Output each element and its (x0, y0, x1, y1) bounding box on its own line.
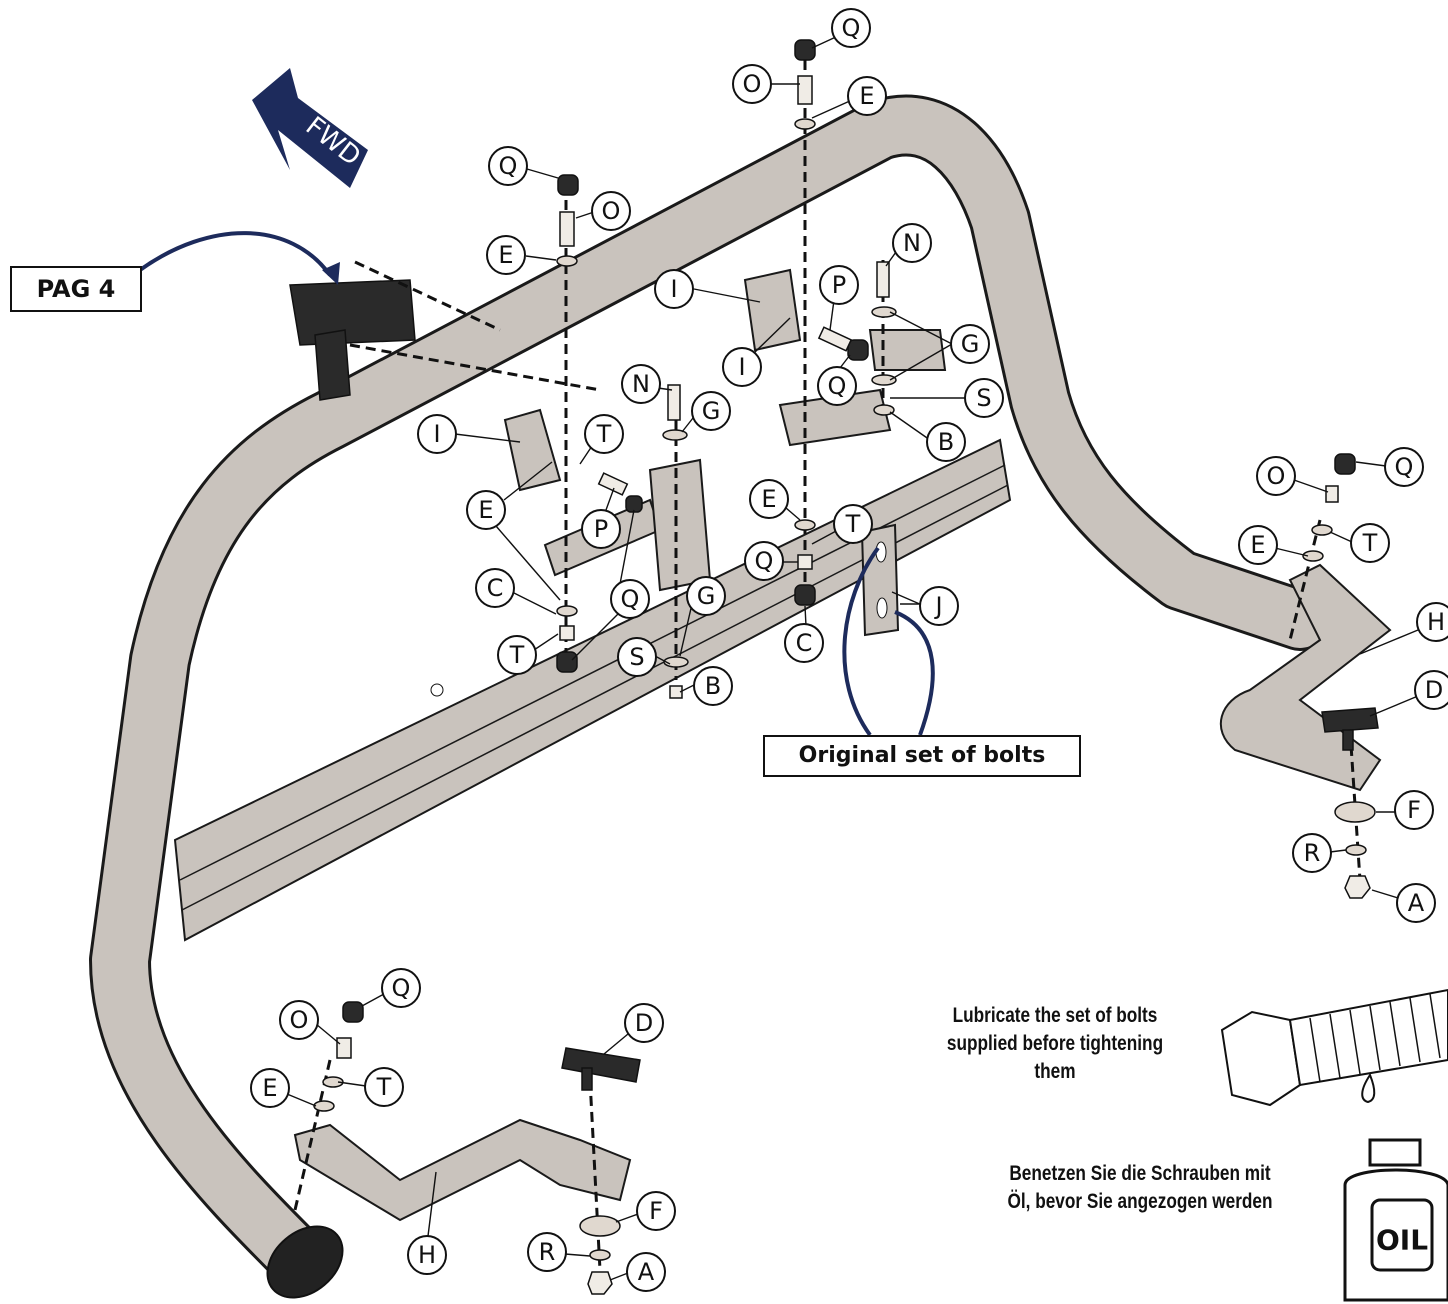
part-label: E (498, 241, 513, 269)
part-label: N (903, 229, 921, 257)
part-label: Q (1395, 453, 1414, 481)
original-bolts-arrow-1 (842, 546, 880, 737)
part-label: T (1362, 529, 1378, 557)
part-label: D (1425, 676, 1443, 704)
original-bolts-arrow-2 (894, 610, 935, 736)
part-label: H (1427, 608, 1445, 636)
part-label: Q (392, 974, 411, 1002)
part-label: Q (828, 372, 847, 400)
part-label: O (602, 197, 621, 225)
part-label: E (761, 485, 776, 513)
part-label: P (832, 271, 846, 299)
part-label: D (635, 1009, 653, 1037)
part-label: O (743, 70, 762, 98)
part-label: I (433, 420, 440, 448)
part-label: G (702, 397, 721, 425)
part-label: Q (499, 152, 518, 180)
pag4-label: PAG 4 (36, 275, 116, 303)
bumper-tube-frame (89, 94, 1331, 1299)
part-label: C (796, 629, 813, 657)
pag4-page-reference: PAG 4 (10, 266, 142, 312)
part-label: A (638, 1258, 655, 1286)
part-label: T (509, 641, 525, 669)
part-label: O (290, 1006, 309, 1034)
original-bolts-box: Original set of bolts (763, 735, 1081, 777)
lubricated-bolt-illustration (1220, 988, 1448, 1107)
part-label: F (1407, 796, 1421, 824)
part-label: R (1304, 839, 1321, 867)
lubrication-note-english: Lubricate the set of bolts supplied befo… (946, 1004, 1164, 1083)
part-label: P (594, 515, 608, 543)
part-label: E (262, 1074, 277, 1102)
part-label: B (938, 428, 954, 456)
part-label: T (596, 420, 612, 448)
part-label: T (845, 510, 861, 538)
oil-can-label: OIL (1376, 1224, 1428, 1257)
forward-arrow: FWD (252, 68, 368, 188)
part-label: E (1250, 531, 1265, 559)
part-label: S (976, 384, 991, 412)
part-label: E (478, 496, 493, 524)
part-label: H (418, 1241, 436, 1269)
hardware (313, 39, 1379, 1295)
part-label: S (629, 643, 644, 671)
oil-can-icon: OIL (1343, 1138, 1448, 1302)
part-label: Q (842, 14, 861, 42)
part-label: B (705, 672, 721, 700)
lubrication-note-german: Benetzen Sie die Schrauben mit Öl, bevor… (1007, 1162, 1273, 1213)
part-label: Q (621, 585, 640, 613)
part-label: Q (755, 547, 774, 575)
pag4-pointer-arrow (138, 231, 332, 277)
pag4-bracket-detail (289, 260, 601, 401)
part-label: E (859, 82, 874, 110)
part-label: C (487, 574, 504, 602)
part-label: F (649, 1197, 663, 1225)
part-label: I (670, 275, 677, 303)
part-label: I (738, 353, 745, 381)
part-label: J (933, 592, 942, 620)
part-label: A (1408, 889, 1425, 917)
part-label: R (539, 1238, 556, 1266)
part-label: T (376, 1073, 392, 1101)
part-label: N (632, 370, 650, 398)
bracket-j (860, 523, 900, 637)
bracket-h-left (293, 1118, 632, 1222)
part-label: G (697, 582, 716, 610)
part-label: O (1267, 462, 1286, 490)
part-label: G (961, 330, 980, 358)
part-labels: Q O E Q O E N I P I Q G S B N G I T (250, 8, 1448, 1292)
original-bolts-label: Original set of bolts (798, 743, 1046, 768)
bolt-axis-lines (293, 60, 1362, 1271)
